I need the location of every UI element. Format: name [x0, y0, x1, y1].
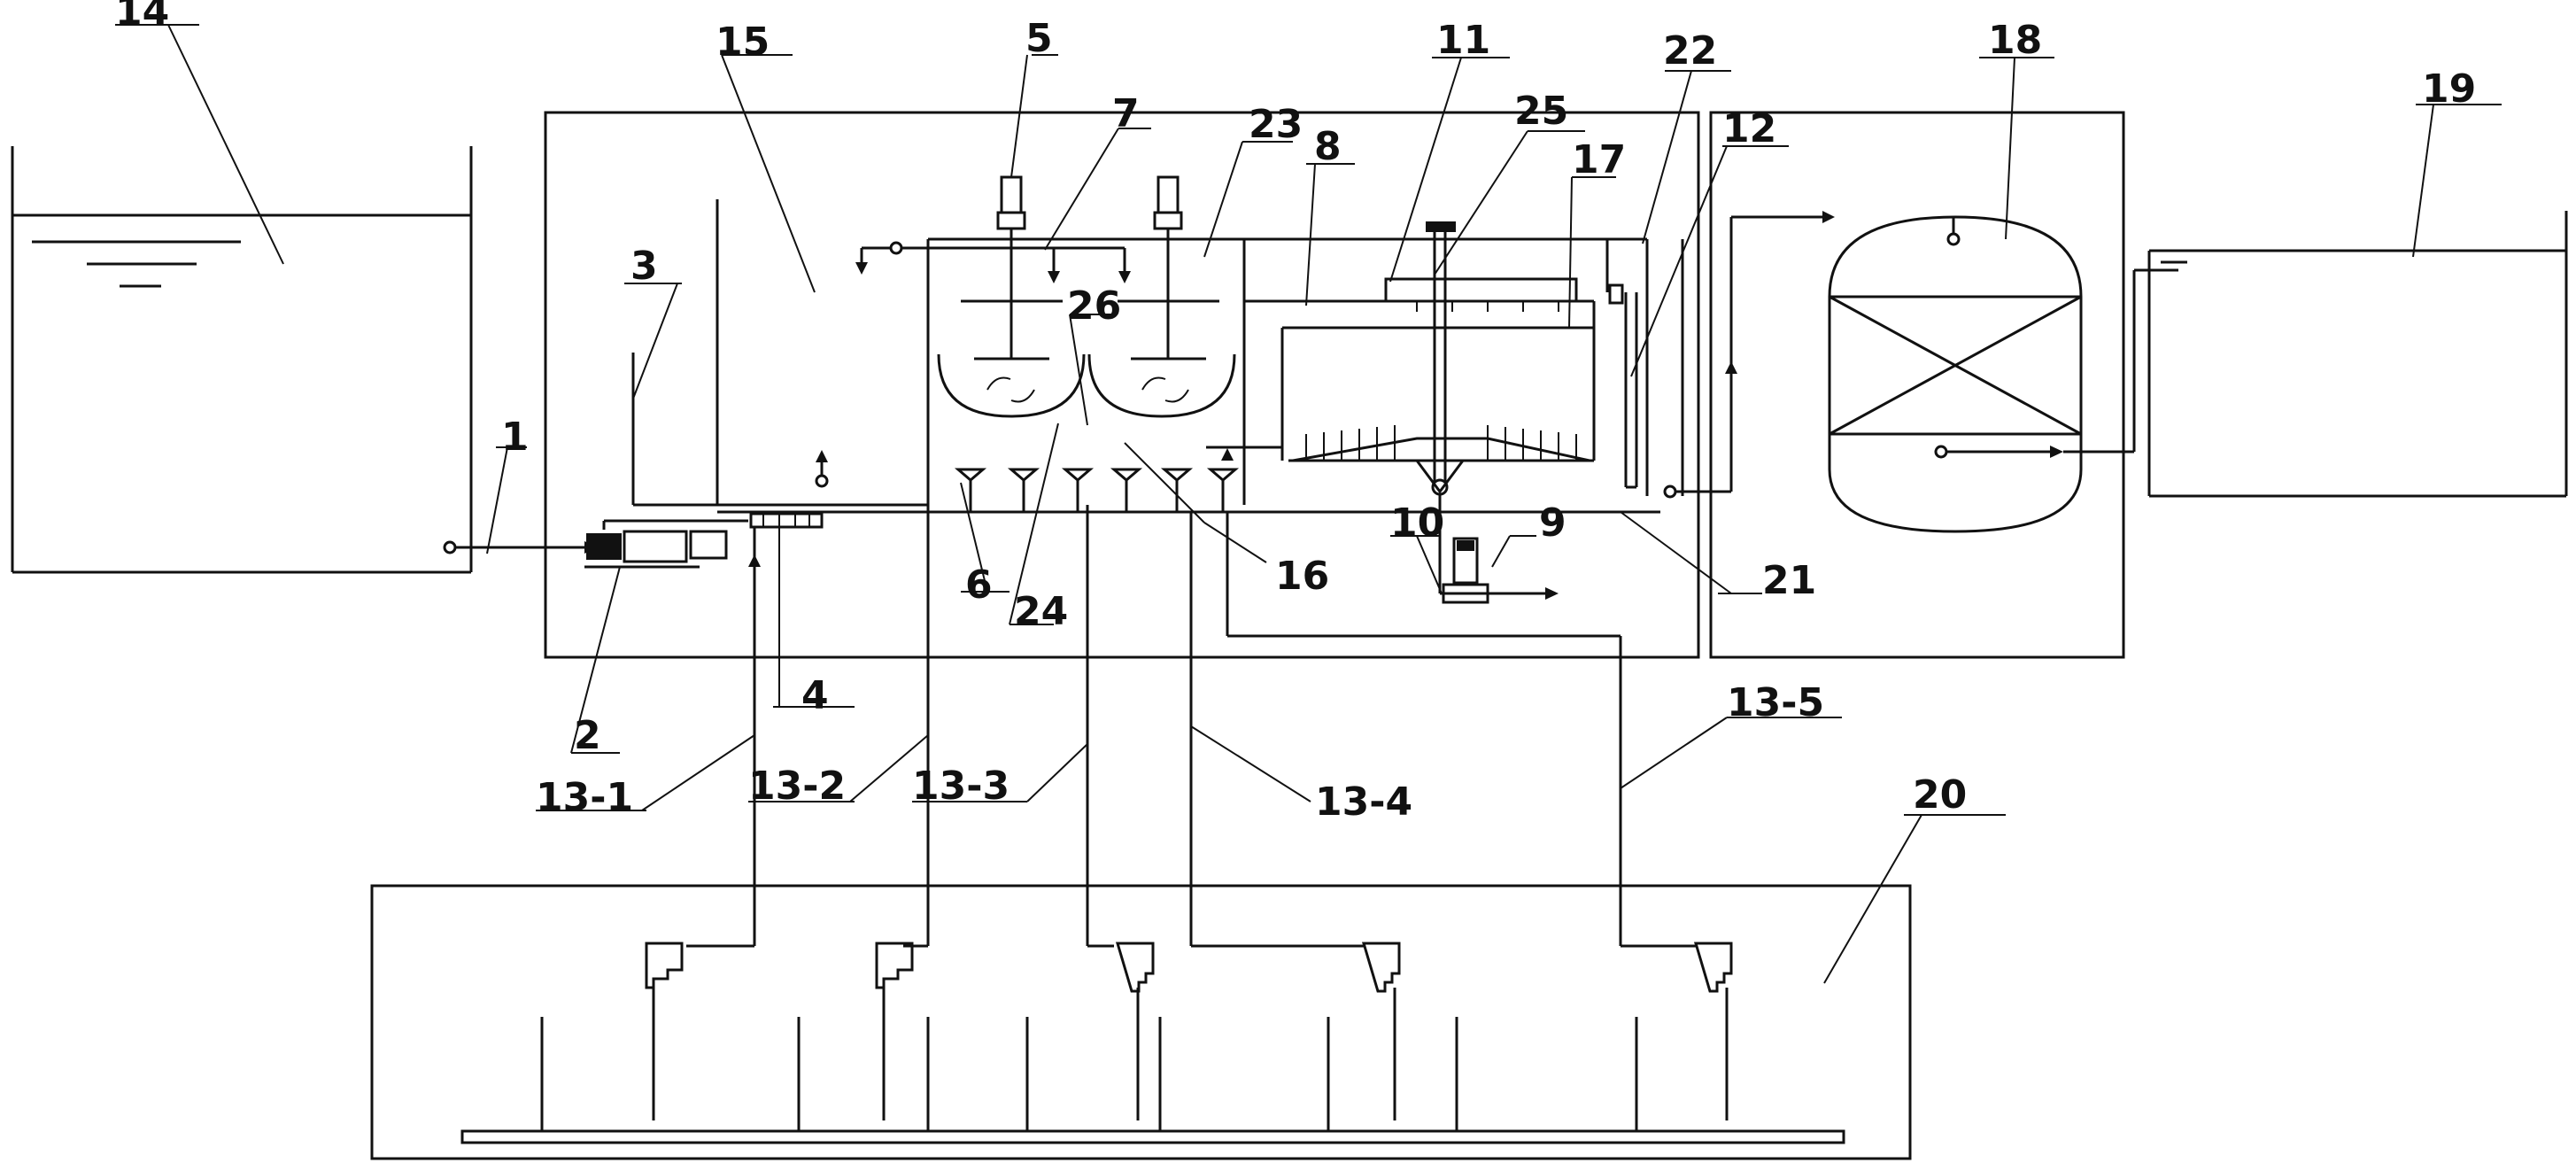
- label-21: 21: [1762, 558, 1816, 603]
- clear-water-chamber-22: [1605, 239, 1737, 499]
- leader-lines: [115, 24, 2502, 984]
- product-water-tank-19: [2147, 211, 2568, 498]
- aeration-diffusers: [954, 468, 1240, 512]
- label-13-1: 13-1: [536, 775, 633, 820]
- feed-pump-2: [584, 519, 748, 569]
- label-13-4: 13-4: [1315, 779, 1412, 825]
- label-23: 23: [1249, 102, 1303, 147]
- label-26: 26: [1067, 283, 1121, 329]
- label-17: 17: [1572, 137, 1626, 182]
- sampling-pipes: [686, 448, 1696, 948]
- sampling-tank-20: [370, 884, 1912, 1160]
- label-9: 9: [1539, 500, 1566, 546]
- label-19: 19: [2422, 66, 2476, 112]
- label-20: 20: [1913, 772, 1967, 818]
- label-24: 24: [1014, 589, 1068, 634]
- label-6: 6: [965, 562, 993, 608]
- settling-section: [1206, 221, 1596, 593]
- label-14: 14: [115, 0, 169, 35]
- label-13-2: 13-2: [748, 764, 846, 809]
- label-2: 2: [574, 713, 601, 758]
- label-18: 18: [1988, 18, 2042, 63]
- mixer-right: [1087, 175, 1236, 418]
- label-4: 4: [801, 673, 829, 718]
- label-25: 25: [1514, 89, 1568, 134]
- sludge-pump-9: [1440, 537, 1559, 604]
- label-8: 8: [1314, 124, 1342, 169]
- label-7: 7: [1112, 91, 1140, 136]
- label-12: 12: [1722, 106, 1776, 151]
- label-22: 22: [1663, 28, 1717, 74]
- mixer-left: [937, 175, 1086, 418]
- label-10: 10: [1390, 500, 1444, 546]
- reference-labels: 14 15 5 7 23 8 11 25 17 22 12 18 19 3 26…: [115, 0, 2476, 825]
- label-13-5: 13-5: [1727, 680, 1824, 725]
- label-13-3: 13-3: [912, 764, 1010, 809]
- label-5: 5: [1025, 16, 1053, 61]
- label-3: 3: [630, 244, 658, 289]
- label-15: 15: [716, 19, 770, 65]
- label-16: 16: [1275, 554, 1329, 599]
- label-1: 1: [501, 415, 529, 460]
- label-11: 11: [1436, 18, 1490, 63]
- filter-unit-18: [1709, 111, 2161, 659]
- flow-meter-4: [749, 512, 824, 529]
- main-treatment-unit: [544, 111, 1700, 659]
- raw-water-tank-14: [11, 146, 598, 574]
